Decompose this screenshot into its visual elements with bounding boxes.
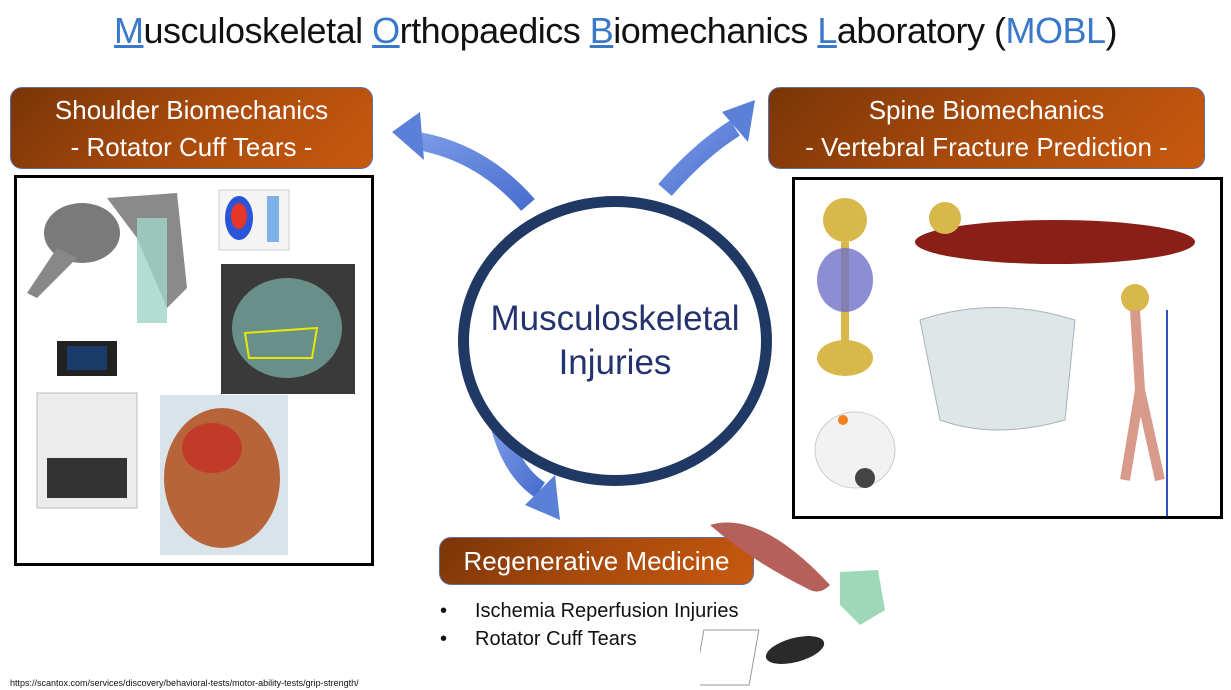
- slide-title: Musculoskeletal Orthopaedics Biomechanic…: [0, 10, 1231, 52]
- pressure-map-image: [218, 189, 290, 251]
- title-initial-m: M: [113, 10, 144, 51]
- hub-line-2: Injuries: [558, 343, 672, 382]
- grip-device-image: [814, 411, 896, 489]
- spine-skeleton-image: [817, 198, 873, 376]
- spine-title: Spine Biomechanics: [868, 95, 1105, 125]
- muscle-image: [710, 522, 830, 592]
- regen-bullet-list: • Ischemia Reperfusion Injuries • Rotator …: [440, 600, 738, 656]
- title-initial-l: L: [817, 10, 837, 51]
- regen-title: Regenerative Medicine: [463, 546, 730, 576]
- mouse-grip-test-image: [700, 629, 825, 686]
- arrow-to-shoulder: [392, 112, 535, 211]
- spine-image-panel: [792, 177, 1223, 519]
- title-word: aboratory: [836, 10, 994, 51]
- vertebra-mesh-image: [919, 307, 1076, 431]
- title-word: rthopaedics: [399, 10, 590, 51]
- bullet-text: Ischemia Reperfusion Injuries: [475, 600, 739, 622]
- title-initial-o: O: [372, 10, 400, 51]
- title-paren: ): [1105, 10, 1118, 51]
- gloved-hand-image: [840, 570, 885, 625]
- shoulder-title: Shoulder Biomechanics: [54, 95, 329, 125]
- humerus-model-image: [27, 193, 187, 323]
- tissue-specimen-image: [160, 395, 288, 555]
- rotator-cuff-scan-image: [221, 264, 355, 394]
- title-initial-b: B: [589, 10, 614, 51]
- arrow-to-spine: [658, 100, 755, 196]
- bullet-item: • Ischemia Reperfusion Injuries: [440, 600, 738, 628]
- bullet-icon: •: [440, 600, 448, 622]
- source-url: https://scantox.com/services/discovery/b…: [10, 678, 359, 688]
- title-acronym: MOBL: [1005, 10, 1106, 51]
- bullet-text: Rotator Cuff Tears: [475, 628, 637, 650]
- shoulder-biomechanics-box: Shoulder Biomechanics - Rotator Cuff Tea…: [10, 87, 373, 169]
- regen-illustration: [700, 522, 885, 686]
- spine-subtitle: - Vertebral Fracture Prediction -: [805, 132, 1168, 162]
- spine-biomechanics-box: Spine Biomechanics - Vertebral Fracture …: [768, 87, 1205, 169]
- shoulder-image-panel: [14, 175, 374, 566]
- musculoskeletal-model-image: [915, 202, 1195, 264]
- title-word: iomechanics: [613, 10, 818, 51]
- bullet-icon: •: [440, 628, 448, 650]
- regenerative-medicine-box: Regenerative Medicine: [439, 537, 754, 585]
- shoulder-subtitle: - Rotator Cuff Tears -: [70, 132, 313, 162]
- ultrasound-machine-image: [36, 341, 138, 509]
- hub-line-1: Musculoskeletal: [490, 299, 740, 338]
- walking-model-image: [1120, 284, 1168, 516]
- title-word: usculoskeletal: [143, 10, 373, 51]
- title-paren: (: [993, 10, 1006, 51]
- bullet-item: • Rotator Cuff Tears: [440, 628, 738, 656]
